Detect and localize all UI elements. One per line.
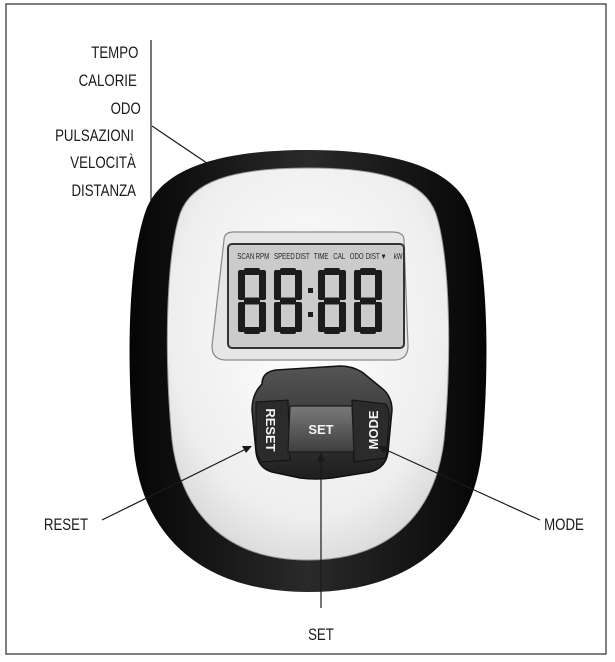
mode-label-odo: ODO [111, 100, 141, 119]
set-button[interactable]: SET [287, 405, 355, 453]
figure-frame [5, 3, 607, 655]
lcd-digit [274, 268, 302, 334]
mode-label-tempo: TEMPO [91, 44, 138, 63]
mode-labels: TEMPO CALORIE ODO PULSAZIONI VELOCITÀ DI… [55, 44, 141, 201]
mode-label-velocita: VELOCITÀ [70, 154, 136, 173]
mode-button-label: MODE [366, 410, 381, 449]
lcd-indicator-scan: SCAN [237, 251, 254, 261]
mode-label-distanza: DISTANZA [71, 182, 136, 201]
lcd-digit [354, 268, 382, 334]
lcd-digit [238, 268, 266, 334]
callout-leaders [101, 446, 541, 608]
callout-mode: MODE [544, 516, 584, 535]
callout-reset: RESET [44, 516, 88, 535]
lcd-indicator-rpm: RPM [256, 251, 270, 261]
set-button-label: SET [308, 422, 333, 437]
lcd-colon-dot [308, 288, 313, 293]
lcd-indicator-dist: DIST [296, 251, 310, 261]
lcd-indicator-dist-2: DIST [366, 251, 380, 261]
lcd-indicator-cal: CAL [333, 251, 345, 261]
lcd-indicators: SCAN RPM SPEED DIST TIME CAL ODO DIST ♥ … [237, 251, 402, 261]
lcd-indicator-speed: SPEED [274, 251, 295, 261]
lcd-indicator-time: TIME [314, 251, 329, 261]
reset-button[interactable]: RESET [255, 399, 291, 463]
lcd-indicator-kw: kW [394, 251, 403, 261]
mode-button[interactable]: MODE [351, 399, 390, 463]
lcd-indicator-odo: ODO [350, 251, 364, 261]
lcd-digit [318, 268, 346, 334]
mode-label-pulsazioni: PULSAZIONI [55, 127, 134, 146]
mode-label-calorie: CALORIE [79, 72, 137, 91]
callout-set: SET [308, 626, 334, 645]
heart-icon: ♥ [382, 251, 386, 261]
lcd-digits [238, 268, 382, 334]
face-plate [166, 167, 450, 561]
reset-button-label: RESET [263, 408, 278, 451]
lcd-colon-dot [308, 312, 313, 317]
